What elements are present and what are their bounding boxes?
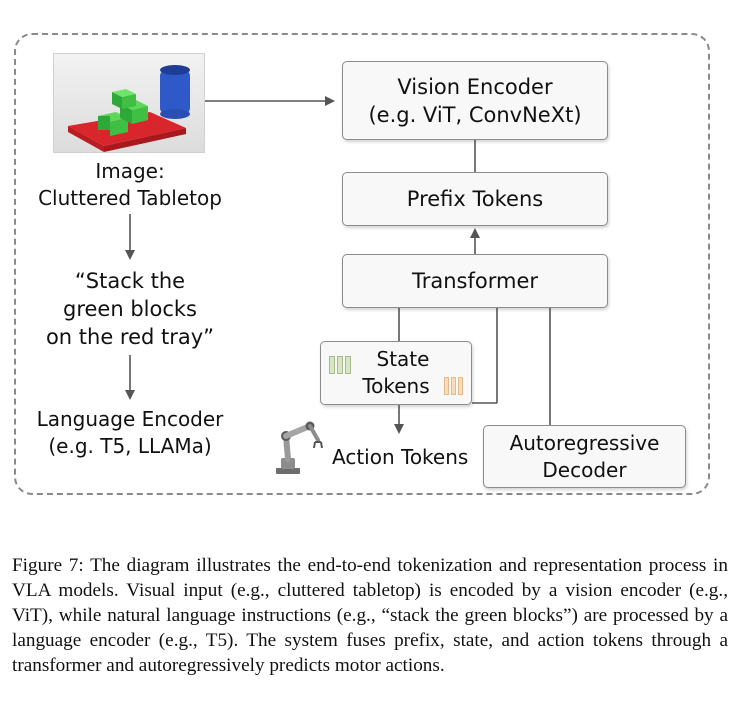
autoregressive-decoder-box: Autoregressive Decoder bbox=[483, 425, 686, 488]
image-label: Image: Cluttered Tabletop bbox=[38, 159, 222, 210]
diagram-frame bbox=[14, 33, 710, 495]
action-tokens-label: Action Tokens bbox=[332, 445, 469, 469]
vision-encoder-box: Vision Encoder (e.g. ViT, ConvNeXt) bbox=[342, 61, 608, 140]
instruction-text: “Stack the green blocks on the red tray” bbox=[45, 269, 215, 349]
action-token-markers bbox=[444, 371, 465, 398]
figure-caption: Figure 7: The diagram illustrates the en… bbox=[12, 555, 728, 676]
transformer-box: Transformer bbox=[342, 254, 608, 308]
robot-arm-icon bbox=[272, 414, 332, 476]
state-token-markers bbox=[329, 350, 353, 377]
language-encoder-label: Language Encoder (e.g. T5, LLAMa) bbox=[36, 407, 224, 458]
state-tokens-box: State Tokens bbox=[320, 341, 472, 405]
prefix-tokens-box: Prefix Tokens bbox=[342, 172, 608, 226]
tabletop-image bbox=[53, 53, 205, 153]
